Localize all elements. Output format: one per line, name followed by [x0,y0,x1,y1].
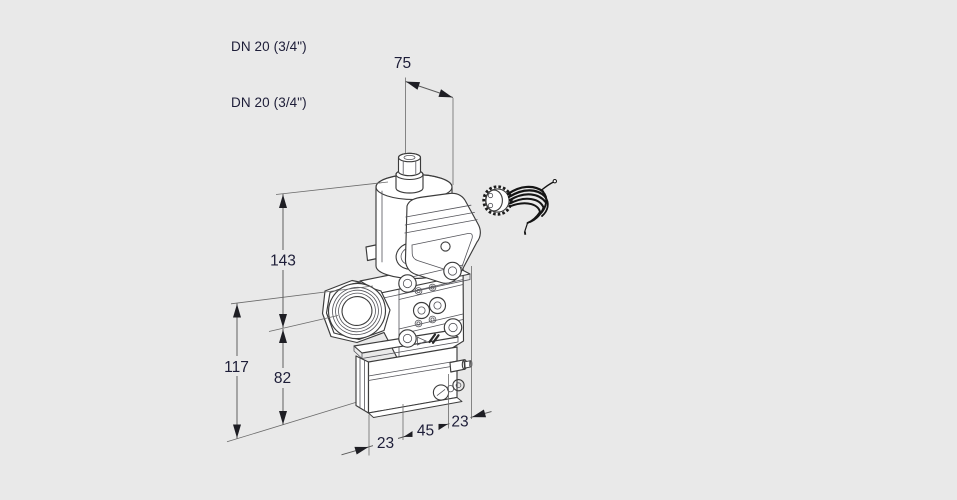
solenoid-actuator [351,152,481,300]
dimension-annotations: 75 143 117 82 23 45 23 [222,55,492,456]
side-nozzle [449,359,473,373]
dim-label-75: 75 [394,55,411,72]
dim-label-23-right: 23 [451,414,468,431]
cable-plug-connector [482,179,557,235]
dim-label-23-left: 23 [377,435,394,452]
nominal-size-line-2: DN 20 (3/4") [231,94,307,110]
valve-body-details [325,261,464,348]
adjustment-cap-nut [397,152,422,177]
dim-label-45: 45 [417,423,434,440]
dim-label-82: 82 [274,370,291,387]
nominal-size-header: DN 20 (3/4") DN 20 (3/4") [231,1,307,150]
nominal-size-line-1: DN 20 (3/4") [231,39,307,55]
flow-direction-arrow [417,336,427,346]
terminal-panel [404,192,481,284]
flange-bolts [398,261,463,348]
wire-bundle [506,179,557,235]
dim-label-143: 143 [270,253,296,270]
pressure-test-points [412,283,447,328]
dim-label-117: 117 [224,359,249,376]
